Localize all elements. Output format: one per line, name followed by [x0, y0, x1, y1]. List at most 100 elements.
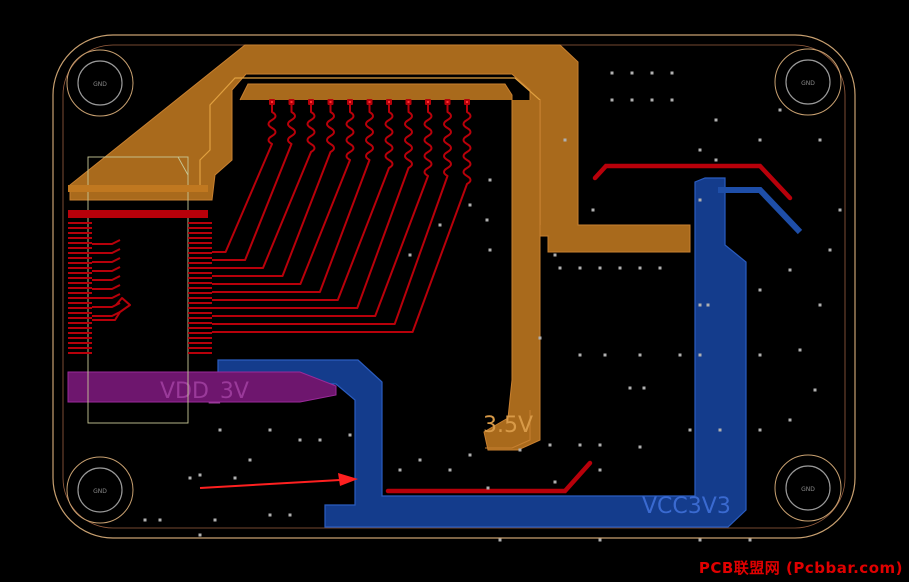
via	[798, 348, 802, 352]
ic-pin	[188, 317, 212, 319]
ic-pin	[68, 297, 92, 299]
via	[670, 98, 674, 102]
pour-3v5	[69, 44, 691, 451]
via	[218, 428, 222, 432]
ic-pin	[188, 347, 212, 349]
via	[714, 118, 718, 122]
via	[818, 303, 822, 307]
via	[630, 71, 634, 75]
trace-pad	[444, 99, 451, 105]
signal-trace	[92, 248, 121, 254]
signal-trace	[212, 103, 335, 277]
via	[638, 445, 642, 449]
mounting-hole-top-right: GND	[774, 48, 842, 116]
via	[818, 138, 822, 142]
ic-pin	[68, 272, 92, 274]
via	[563, 138, 567, 142]
via	[438, 223, 442, 227]
via	[658, 266, 662, 270]
via	[198, 473, 202, 477]
ic-pin	[68, 257, 92, 259]
via	[518, 448, 522, 452]
ic-pin	[68, 302, 92, 304]
signal-trace	[92, 239, 121, 245]
via	[348, 433, 352, 437]
via	[706, 303, 710, 307]
via	[488, 248, 492, 252]
ic-pin	[68, 322, 92, 324]
trace-pad	[347, 99, 353, 105]
via	[498, 538, 502, 542]
via	[610, 71, 614, 75]
signal-trace	[92, 297, 131, 321]
net-label-3v5: 3.5V	[483, 413, 533, 438]
via	[448, 468, 452, 472]
ic-pin	[188, 252, 212, 254]
trace-pad	[405, 99, 412, 105]
top-copper-stubs	[385, 163, 793, 494]
via	[408, 253, 412, 257]
via	[591, 208, 595, 212]
signal-trace	[212, 103, 355, 285]
ic-footprint	[68, 156, 208, 424]
via	[688, 428, 692, 432]
via	[698, 538, 702, 542]
via	[758, 288, 762, 292]
ic-pin	[188, 342, 212, 344]
via	[538, 336, 542, 340]
via	[198, 533, 202, 537]
via	[813, 388, 817, 392]
via	[788, 418, 792, 422]
signal-trace	[92, 311, 121, 317]
signal-trace	[212, 103, 452, 325]
via	[748, 538, 752, 542]
via	[143, 518, 147, 522]
ic-pin	[68, 277, 92, 279]
ic-pin	[188, 227, 212, 229]
ic-pin	[188, 237, 212, 239]
ic-pin	[188, 327, 212, 329]
ic-pin	[188, 277, 212, 279]
via	[670, 71, 674, 75]
via	[758, 138, 762, 142]
via	[488, 178, 492, 182]
ic-pin	[68, 337, 92, 339]
via	[758, 428, 762, 432]
signal-trace	[92, 275, 121, 281]
ic-pin	[68, 347, 92, 349]
via	[828, 248, 832, 252]
via	[698, 148, 702, 152]
net-label-vdd-3v: VDD_3V	[160, 379, 249, 404]
signal-trace	[212, 103, 277, 253]
via	[628, 386, 632, 390]
ic-pin	[68, 352, 92, 354]
via	[778, 108, 782, 112]
via	[598, 266, 602, 270]
ic-pin	[68, 327, 92, 329]
signal-trace	[212, 103, 316, 269]
via	[468, 453, 472, 457]
ic-pin	[68, 282, 92, 284]
via	[578, 353, 582, 357]
ic-pin	[188, 267, 212, 269]
signal-trace	[212, 103, 433, 317]
via	[398, 468, 402, 472]
svg-text:GND: GND	[93, 488, 107, 495]
via	[788, 268, 792, 272]
via	[598, 443, 602, 447]
via	[598, 538, 602, 542]
ic-pin	[68, 222, 92, 224]
via	[486, 486, 490, 490]
watermark: PCB联盟网 (Pcbbar.com)	[698, 559, 903, 577]
ic-pin	[188, 247, 212, 249]
via	[698, 198, 702, 202]
ic-pin	[188, 307, 212, 309]
ic-pin	[188, 292, 212, 294]
via	[618, 266, 622, 270]
via	[318, 438, 322, 442]
via	[698, 303, 702, 307]
via	[718, 428, 722, 432]
via	[630, 98, 634, 102]
ic-pin	[68, 307, 92, 309]
via	[638, 353, 642, 357]
